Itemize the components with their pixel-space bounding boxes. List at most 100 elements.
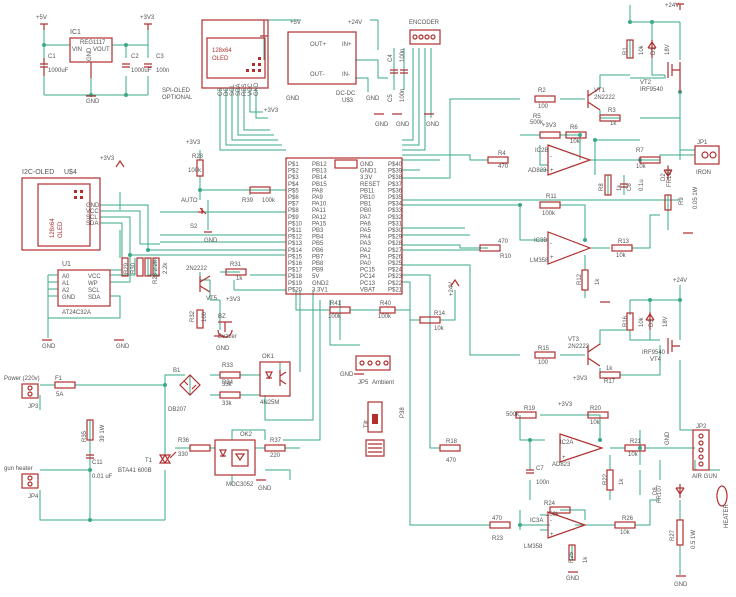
pullup-ref: 2.2k <box>163 262 169 274</box>
mcu-pin-number: P$37 <box>388 182 403 188</box>
pullup-ref: R29 <box>124 262 130 274</box>
power-label: +3V3 <box>140 15 155 21</box>
ic3b-ref: IC3B <box>534 238 547 244</box>
auto-switch-circuit: R28 100k R39 100k AUTO S2 GND <box>181 154 276 244</box>
spi-oled-title: 128x64 <box>212 48 232 54</box>
u1-eeprom: U1 AT24C32A A0 A1 A2 GND VCC WP SCL SDA … <box>42 257 169 350</box>
r19-ref: R19 <box>524 406 536 412</box>
mcu-pin-number: P$27 <box>388 248 403 254</box>
mcu-pin-label: PA9 <box>312 195 324 201</box>
encoder-label: ENCODER <box>409 20 440 26</box>
mcu-pin-number: P$8 <box>288 208 299 214</box>
i2c-oled-label: I2C-OLED <box>22 169 54 176</box>
r4-value: 470 <box>498 164 509 170</box>
gnd-label: GND <box>286 96 300 102</box>
u1-pin: A1 <box>62 281 70 287</box>
cap-c2: C2 <box>131 54 139 60</box>
mcu-pin-label: PA6 <box>360 221 372 227</box>
spi-pin: GND <box>254 82 260 96</box>
r23-value: 470 <box>492 516 503 522</box>
vt5-ref: VT5 <box>206 296 218 302</box>
spi-pin: SCL <box>230 84 236 96</box>
mcu-pin-number: P$13 <box>288 241 303 247</box>
r18-ref: R18 <box>446 439 458 445</box>
mcu-pin-number: P$17 <box>288 268 303 274</box>
mcu-pin-number: P$18 <box>288 274 303 280</box>
r11-ref: R11 <box>546 194 557 200</box>
jp2-label: AIR GUN <box>692 474 717 480</box>
ic2b-part: AD823 <box>528 168 547 174</box>
r19-value: 500k <box>506 412 520 418</box>
r10-ref: R10 <box>500 254 512 260</box>
mcu-pin-label: PB0 <box>360 208 372 214</box>
mcu-pin-number: P$32 <box>388 215 403 221</box>
zero-cross-detector: B1 DB207 R33 33k R34 33k OK1 4N25M <box>168 354 291 413</box>
mcu-pin-number: P$2 <box>288 169 299 175</box>
cap-c5: C5 <box>388 94 394 102</box>
mcu-pin-number: P$20 <box>288 287 303 293</box>
r9-ref: R9 <box>679 197 685 205</box>
junction-dots <box>42 20 682 527</box>
power-label: +24V <box>449 282 455 296</box>
jp5-part: Ambient <box>372 380 394 386</box>
jp4-ref: JP4 <box>28 494 39 500</box>
mcu-pin-label: PA4 <box>360 235 372 241</box>
power-label: +3V3 <box>226 297 241 303</box>
mcu-pin-number: P$7 <box>288 202 299 208</box>
spi-pin: SDA <box>236 84 242 96</box>
op-plus: + <box>550 168 554 174</box>
mcu-pin-number: P$29 <box>388 235 403 241</box>
b1-part: DB207 <box>168 407 187 413</box>
r35-ref: R35 <box>82 430 88 442</box>
r16-value: 10k <box>639 316 645 327</box>
vt2-part: IRF9540 <box>640 87 664 93</box>
dcdc-inm: IN- <box>342 72 350 78</box>
f1-ref: F1 <box>55 376 63 382</box>
mcu-pin-number: P$34 <box>388 202 403 208</box>
c11-value: 0.01 uF <box>92 474 113 480</box>
cap-c2-value: 1000uF <box>131 68 152 74</box>
r35-value: 39 1W <box>100 424 106 442</box>
i2c-oled-module: I2C-OLED U$4 128x64 OLED GND VCC SCL SDA <box>21 169 101 251</box>
c6-value: 0.1u <box>639 179 645 191</box>
mcu-pin-number: P$31 <box>388 221 403 227</box>
dcdc-outp: OUT+ <box>310 42 327 48</box>
t1-ref: T1 <box>145 458 153 464</box>
mcu-pin-number: P$35 <box>388 195 403 201</box>
c6-ref: C6 <box>627 183 633 191</box>
r40-ref: R40 <box>380 301 392 307</box>
r37-ref: R37 <box>270 438 282 444</box>
encoder-header: ENCODER C4 100n C5 100n GND GND GND <box>375 20 441 128</box>
r17-value: 1k <box>606 366 613 372</box>
r27-ref: R27 <box>670 529 676 541</box>
power-label: +3V3 <box>264 108 279 114</box>
r26-ref: R26 <box>622 516 634 522</box>
cap-c3: C3 <box>156 54 164 60</box>
r22-value: 1k <box>619 478 625 485</box>
jp5-ref: JP5 <box>358 380 369 386</box>
mcu-pin-number: P$19 <box>288 281 303 287</box>
auto-ref: S2 <box>190 224 198 230</box>
mcu-pin-label: 3.3V1 <box>312 287 328 293</box>
mcu-pin-label: PA7 <box>360 215 372 221</box>
spi-oled-pin-labels: CS DC SCL SDA RES VCC GND <box>218 82 260 96</box>
r13-value: 10k <box>616 253 627 259</box>
r2-value: 100 <box>538 104 549 110</box>
spi-oled-module: 128x64 OLED SPI-OLED OPTIONAL CS DC SCL … <box>162 19 269 101</box>
d8-ref: D8 <box>653 487 659 495</box>
r22-ref: R22 <box>603 473 609 485</box>
spi-pin: RES <box>242 84 248 96</box>
mcu-pin-label: PB3 <box>312 228 324 234</box>
mcu-pin-label: PB15 <box>312 182 327 188</box>
d1-ref: D1 <box>651 47 657 55</box>
jp1-ref: JP1 <box>697 140 708 146</box>
r7-ref: R7 <box>636 148 644 154</box>
gnd-label: GND <box>204 238 218 244</box>
mcu-pin-label: RESET <box>360 182 380 188</box>
r14-ref: R14 <box>434 311 446 317</box>
gnd-label: GND <box>566 576 580 582</box>
r26-value: 10k <box>620 530 631 536</box>
vt1-ref: VT1 <box>594 88 606 94</box>
